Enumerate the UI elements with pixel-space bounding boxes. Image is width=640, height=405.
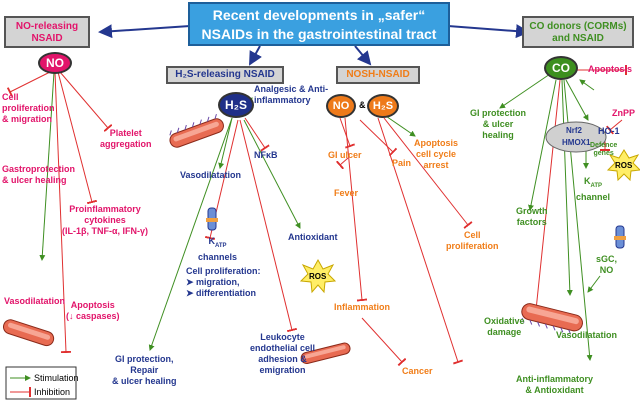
vessel-co: [521, 303, 583, 335]
section-no-line-2: NSAID: [31, 33, 63, 44]
no-vasodilatation: Vasodilatation: [4, 296, 66, 306]
co-vasodilatation: Vasodilatation: [556, 330, 618, 340]
no-apoptosis: Apoptosis(↓ caspases): [66, 300, 120, 321]
h2s-antioxidant: Antioxidant: [288, 232, 338, 242]
no-gastroprotection: Gastroprotection& ulcer healing: [2, 164, 76, 185]
co-sgc-no: sGC,NO: [596, 254, 618, 275]
section-no-nsaid: NO-releasing NSAID: [4, 16, 90, 48]
node-no: NO: [38, 52, 72, 74]
section-nosh-nsaid: NOSH-NSAID: [336, 66, 420, 84]
co-apoptosis: Apoptosis: [588, 64, 632, 74]
nrf2-hmox1-ellipse: [545, 121, 607, 153]
co-antiinflammatory: Anti-inflammatory& Antioxidant: [516, 374, 594, 395]
title-line-1: Recent developments in „safer“: [212, 7, 426, 23]
co-znpp: ZnPP: [612, 108, 636, 118]
section-h2s-nsaid: H₂S-releasing NSAID: [166, 66, 284, 84]
node-co: CO: [544, 56, 578, 80]
vessel-no: [2, 319, 55, 347]
title-line-2: NSAIDs in the gastrointestinal tract: [201, 26, 437, 42]
h2s-cell-proliferation: Cell proliferation: ➤ migration, ➤ diffe…: [186, 266, 261, 298]
vessel-nosh: [300, 342, 351, 365]
h2s-ros-label: ROS: [309, 272, 327, 281]
co-hmox1: HMOX1: [562, 138, 591, 147]
section-co-line-1: CO donors (CORMs): [529, 21, 627, 32]
legend-inhibition: Inhibition: [34, 387, 71, 397]
katp-channel-co: [614, 225, 626, 249]
nosh-pain: Pain: [392, 158, 412, 168]
h2s-nfkb: NFκB: [254, 150, 278, 160]
nosh-cancer: Cancer: [402, 366, 433, 376]
h2s-analgesic: Analgesic & Anti-inflammatory: [254, 84, 329, 105]
legend-stimulation: Stimulation: [34, 373, 79, 383]
section-co-line-2: and NSAID: [552, 33, 604, 44]
title-arrows: [98, 24, 530, 66]
h2s-gi-protection: GI protection,Repair& ulcer healing: [112, 354, 177, 386]
vessel-h2s: [169, 113, 224, 148]
co-ros-label: ROS: [615, 161, 633, 170]
nosh-gi-ulcer: GI ulcer: [328, 150, 362, 160]
section-co-nsaid: CO donors (CORMs) and NSAID: [522, 16, 634, 48]
node-nosh-amp: &: [359, 100, 366, 110]
ros-star-co: [606, 149, 640, 182]
nosh-fever: Fever: [334, 188, 359, 198]
node-nosh-h2s: H₂S: [367, 94, 399, 118]
section-no-line-1: NO-releasing: [15, 21, 79, 32]
nosh-inflammation: Inflammation: [334, 302, 391, 312]
no-branch-lines: [6, 71, 113, 354]
co-ho1: HO-1: [598, 126, 620, 136]
ros-star-h2s: [299, 258, 337, 294]
legend-box: [5, 366, 77, 400]
node-nosh-no: NO: [326, 94, 356, 118]
co-nrf2: Nrf2: [566, 126, 583, 135]
diagram-title: Recent developments in „safer“ NSAIDs in…: [188, 2, 450, 46]
katp-channel-h2s: [206, 207, 218, 231]
node-h2s: H₂S: [218, 92, 254, 118]
h2s-vasodilatation: Vasodilatation: [180, 170, 242, 180]
